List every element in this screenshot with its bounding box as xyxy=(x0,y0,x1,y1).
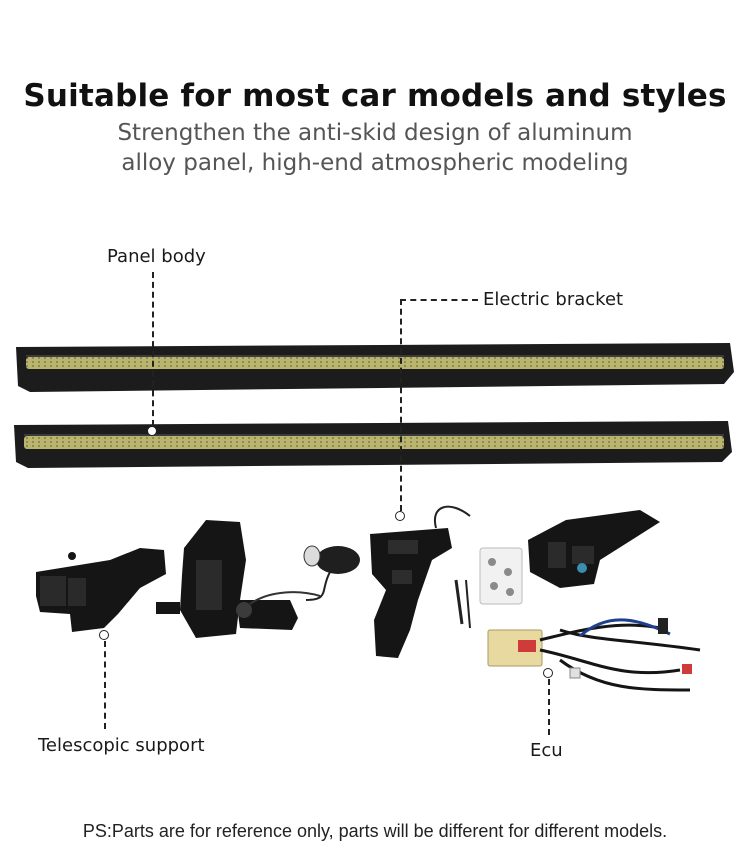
leader-line-telescopic-support xyxy=(104,641,106,729)
leader-line-panel-body xyxy=(152,272,154,426)
running-board-top xyxy=(16,343,734,392)
subtitle-line-1: Strengthen the anti-skid design of alumi… xyxy=(117,120,633,146)
electric-bracket-part xyxy=(303,505,471,658)
marker-dot-ecu xyxy=(543,668,553,678)
running-board-bottom xyxy=(14,421,732,468)
page-title: Suitable for most car models and styles xyxy=(23,78,727,114)
ecu-part xyxy=(487,618,701,692)
marker-dot-telescopic-support xyxy=(99,630,109,640)
subtitle-line-2: alloy panel, high-end atmospheric modeli… xyxy=(121,150,629,176)
marker-dot-electric-bracket xyxy=(395,511,405,521)
telescopic-support-part xyxy=(36,548,166,632)
marker-dot-panel-body xyxy=(147,426,157,436)
callout-telescopic-support: Telescopic support xyxy=(38,735,205,756)
footnote: PS:Parts are for reference only, parts w… xyxy=(82,821,668,841)
callout-panel-body: Panel body xyxy=(107,246,206,267)
motor-bracket-part xyxy=(156,520,321,638)
leader-line-electric-bracket-vertical xyxy=(400,299,402,511)
callout-electric-bracket: Electric bracket xyxy=(483,289,624,310)
leader-line-electric-bracket-horizontal xyxy=(400,299,478,301)
callout-ecu: Ecu xyxy=(530,740,563,761)
hardware-bag-part xyxy=(479,547,523,605)
right-bracket-part xyxy=(528,510,660,588)
leader-line-ecu xyxy=(548,679,550,735)
